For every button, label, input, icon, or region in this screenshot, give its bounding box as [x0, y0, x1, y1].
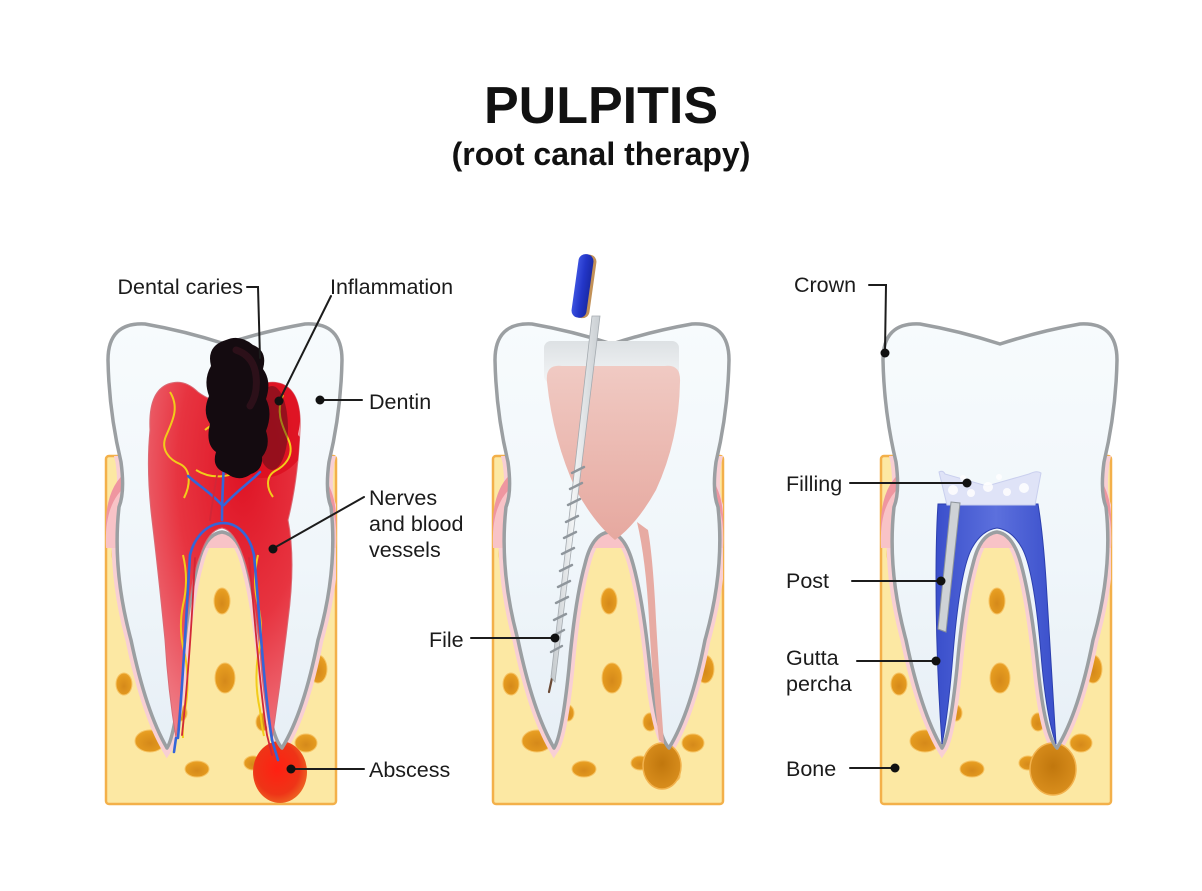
endo-file-handle: [571, 254, 597, 319]
label-file: File: [429, 628, 464, 652]
endo-file-spiral: [549, 465, 586, 654]
label-dentin: Dentin: [369, 390, 432, 414]
label-gutta-percha: Gutta percha: [786, 646, 852, 696]
leader-post: [851, 576, 946, 586]
label-post: Post: [786, 569, 830, 593]
label-abscess: Abscess: [369, 758, 451, 782]
abscess-bulge: [253, 741, 307, 803]
page-title: PULPITIS: [483, 77, 719, 135]
leader-file: [470, 633, 560, 643]
leader-dentin: [315, 395, 363, 405]
label-crown: Crown: [794, 273, 857, 297]
leader-filling: [849, 478, 972, 488]
label-dental-caries: Dental caries: [117, 275, 243, 299]
leader-bone: [849, 763, 900, 773]
leader-abscess: [286, 764, 365, 774]
leader-crown: [868, 284, 890, 358]
leader-dental-caries: [246, 286, 261, 359]
healed-lesion: [642, 742, 682, 790]
tooth-panel-cleaning: [493, 254, 729, 804]
label-bone: Bone: [786, 757, 837, 781]
leader-gutta-percha: [856, 656, 941, 666]
filling-sparkles: [948, 474, 1029, 497]
leader-lines: [246, 284, 972, 774]
caries-sheen: [232, 346, 260, 410]
leader-inflammation: [274, 295, 332, 406]
endo-file-shaft: [550, 315, 601, 683]
endo-file: [547, 254, 601, 694]
page-subtitle: (root canal therapy): [451, 136, 751, 172]
exposed-pulp-chamber: [546, 365, 681, 540]
healed-lesion: [1029, 742, 1077, 796]
metal-post: [937, 501, 961, 633]
label-nerves-and-blood-vessels: Nerves and blood vessels: [369, 486, 464, 562]
label-inflammation: Inflammation: [330, 275, 454, 299]
blood-vessels: [172, 446, 280, 762]
label-filling: Filling: [786, 472, 843, 496]
tooth-panel-restored: [881, 324, 1117, 804]
leader-nerves: [268, 496, 365, 554]
root-canal-right: [637, 522, 664, 744]
tooth-panel-pulpitis: [106, 324, 342, 804]
